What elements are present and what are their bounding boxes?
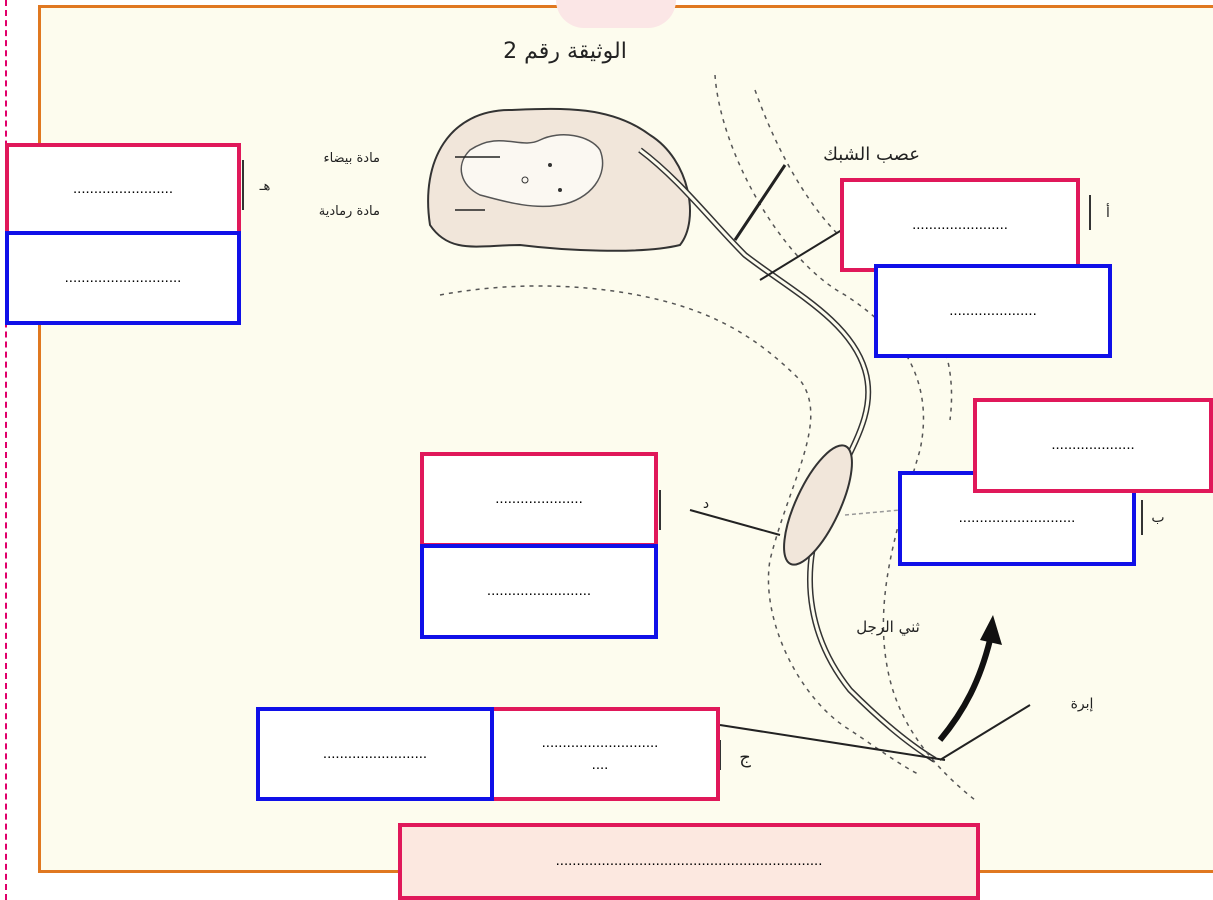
diagram-title: الوثيقة رقم 2 (503, 39, 627, 64)
label-white-matter: مادة بيضاء (323, 151, 380, 166)
answer-box-h-top-text: ........................ (72, 179, 174, 197)
answer-box-d-top[interactable]: ..................... (420, 452, 658, 547)
answer-box-d-bottom-text: ......................... (486, 582, 592, 600)
answer-box-d-top-text: ..................... (495, 490, 583, 508)
label-grey-matter: مادة رمادية (319, 204, 380, 219)
answer-box-j-pink-line1: ............................ (541, 733, 659, 751)
answer-box-a-top-text: ....................... (912, 215, 1008, 233)
answer-box-j-blue-text: ......................... (322, 744, 428, 762)
answer-box-footer[interactable]: ........................................… (398, 823, 980, 900)
answer-box-d-bottom[interactable]: ......................... (420, 544, 658, 639)
label-a: أ (1106, 203, 1110, 221)
movement-arrow (937, 639, 993, 742)
label-leg-lift: ثني الرجل (856, 618, 920, 637)
header-decoration (556, 0, 676, 28)
pointer-line-a (759, 224, 851, 281)
body-outline-3 (439, 285, 921, 776)
answer-box-a-top[interactable]: ....................... (840, 178, 1080, 272)
pointer-line-j (719, 724, 946, 761)
label-h: هـ (259, 179, 271, 194)
label-needle: إبرة (1071, 696, 1094, 712)
answer-box-h-bottom[interactable]: ............................ (5, 231, 241, 325)
label-b: ب (1151, 510, 1164, 526)
label-spinal-nerve: عصب الشبك (823, 144, 920, 165)
pointer-line-b (844, 509, 901, 516)
answer-box-b-top-text: .................... (1051, 436, 1135, 454)
pointer-line-d (689, 509, 781, 536)
answer-box-h-bottom-text: ............................ (64, 268, 182, 286)
answer-box-footer-text: ........................................… (555, 852, 823, 870)
answer-box-a-bottom-text: ..................... (949, 301, 1037, 319)
answer-box-h-top[interactable]: ........................ (5, 143, 241, 235)
spinal-ganglion (783, 444, 853, 566)
answer-box-b-bottom-text: ............................ (958, 509, 1076, 527)
answer-box-j-pink-line2: .... (591, 756, 609, 773)
label-d: د (703, 496, 709, 512)
answer-box-j-blue[interactable]: ......................... (256, 707, 494, 801)
body-outline-1 (714, 74, 976, 801)
pointer-line-needle (939, 704, 1031, 761)
grey-matter (460, 134, 604, 208)
pointer-line-spinal-nerve (733, 164, 787, 241)
answer-box-j-pink[interactable]: ............................ .... (480, 707, 720, 801)
answer-box-a-bottom[interactable]: ..................... (874, 264, 1112, 358)
answer-box-b-top[interactable]: .................... (973, 398, 1213, 493)
label-j: ج (739, 747, 751, 768)
left-margin-dashed-line (5, 0, 7, 900)
